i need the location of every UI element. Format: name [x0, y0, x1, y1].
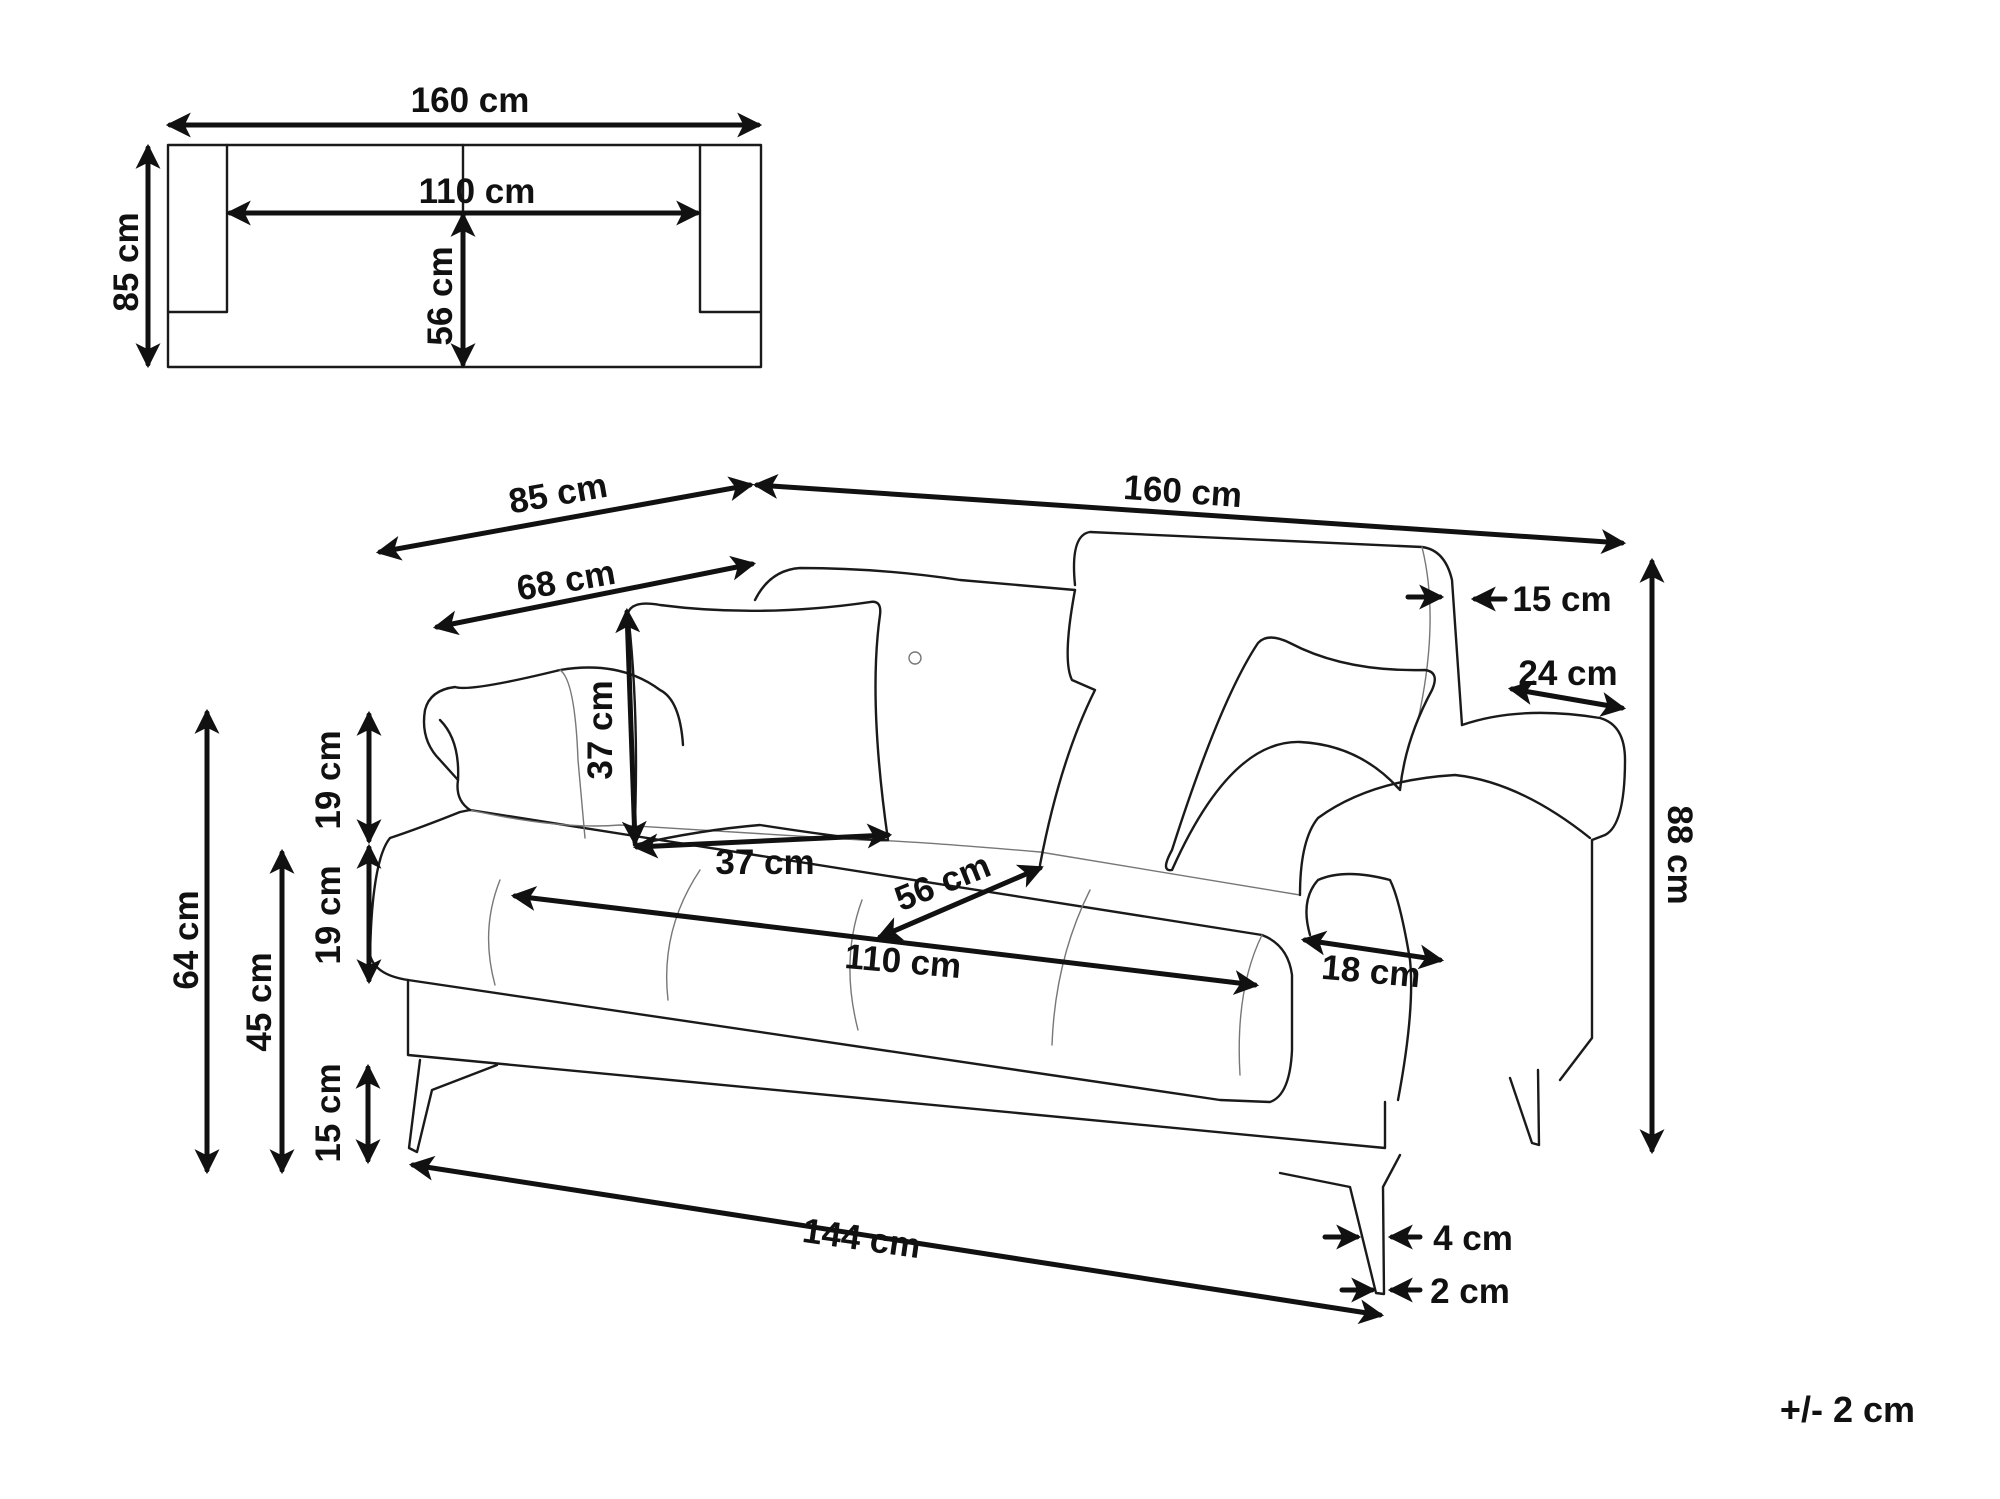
armrest-width-label: 18 cm	[1320, 948, 1422, 996]
armrest-height-label: 64 cm	[167, 890, 206, 989]
seat-front	[368, 808, 1294, 1104]
plan-seat-depth-label: 56 cm	[421, 246, 460, 345]
right-armrest-front	[1298, 773, 1592, 897]
plan-depth-label: 85 cm	[107, 212, 146, 311]
leg-top-width-label: 4 cm	[1433, 1219, 1513, 1258]
left-armrest-scroll	[438, 718, 460, 782]
front-right-leg	[1278, 1153, 1402, 1296]
tolerance-note: +/- 2 cm	[1780, 1389, 1915, 1430]
pillow-width-arrow	[632, 823, 893, 859]
plan-width-label: 160 cm	[411, 81, 530, 120]
seat-seam-1	[487, 879, 501, 986]
armrest-top-width-label: 24 cm	[1518, 654, 1617, 693]
total-depth-arrow	[375, 476, 755, 561]
backrest-front	[1038, 588, 1097, 867]
left-armrest	[422, 666, 685, 812]
pillow-height-arrow	[615, 607, 647, 847]
total-height-label: 88 cm	[1660, 805, 1699, 904]
backrest-cushion	[1072, 530, 1464, 727]
right-pillow	[1164, 636, 1436, 872]
total-width-label: 160 cm	[1122, 468, 1243, 515]
seat-seam-2	[665, 869, 701, 1001]
seat-cushion-height-label: 19 cm	[309, 865, 348, 964]
front-left-leg	[407, 1058, 499, 1154]
backrest-side	[1417, 546, 1431, 721]
pillow-height-label: 37 cm	[581, 680, 620, 779]
armrest-width-arrow	[1300, 930, 1445, 970]
plan-seat-width-label: 110 cm	[419, 172, 536, 211]
seat-width-label: 110 cm	[843, 937, 963, 986]
seat-width-arrow	[510, 886, 1260, 995]
front-view-dimensions: 85 cm 160 cm 68 cm 15 cm 24 cm 88 cm 37 …	[167, 466, 1699, 1325]
back-right-leg	[1508, 1068, 1541, 1147]
sofa-base	[406, 978, 1387, 1150]
armrest-length-arrow	[432, 555, 757, 636]
seat-seam-4	[1051, 889, 1091, 1046]
backrest-thickness-label: 15 cm	[1512, 580, 1611, 619]
sofa-illustration	[368, 530, 1627, 1296]
seat-seam-5	[1238, 934, 1263, 1076]
total-width-arrow	[752, 473, 1627, 555]
leg-span-label: 144 cm	[800, 1211, 923, 1266]
left-back	[753, 566, 1077, 602]
leg-span-arrow	[408, 1155, 1385, 1325]
seat-height-label: 45 cm	[240, 952, 279, 1051]
armrest-height-above-seat-label: 19 cm	[309, 730, 348, 829]
leg-bottom-width-label: 2 cm	[1430, 1272, 1510, 1311]
left-armrest-inner	[559, 669, 586, 839]
right-armrest-face	[1305, 872, 1413, 1102]
pillow-width-label: 37 cm	[715, 843, 814, 882]
plan-view: 160 cm 110 cm 85 cm 56 cm	[107, 81, 763, 369]
leg-height-label: 15 cm	[309, 1063, 348, 1162]
armrest-top-width-arrow	[1507, 680, 1627, 717]
armrest-length-label: 68 cm	[514, 553, 619, 609]
right-armrest	[1460, 711, 1627, 1082]
left-pillow	[626, 600, 890, 847]
backrest-button	[908, 651, 922, 665]
